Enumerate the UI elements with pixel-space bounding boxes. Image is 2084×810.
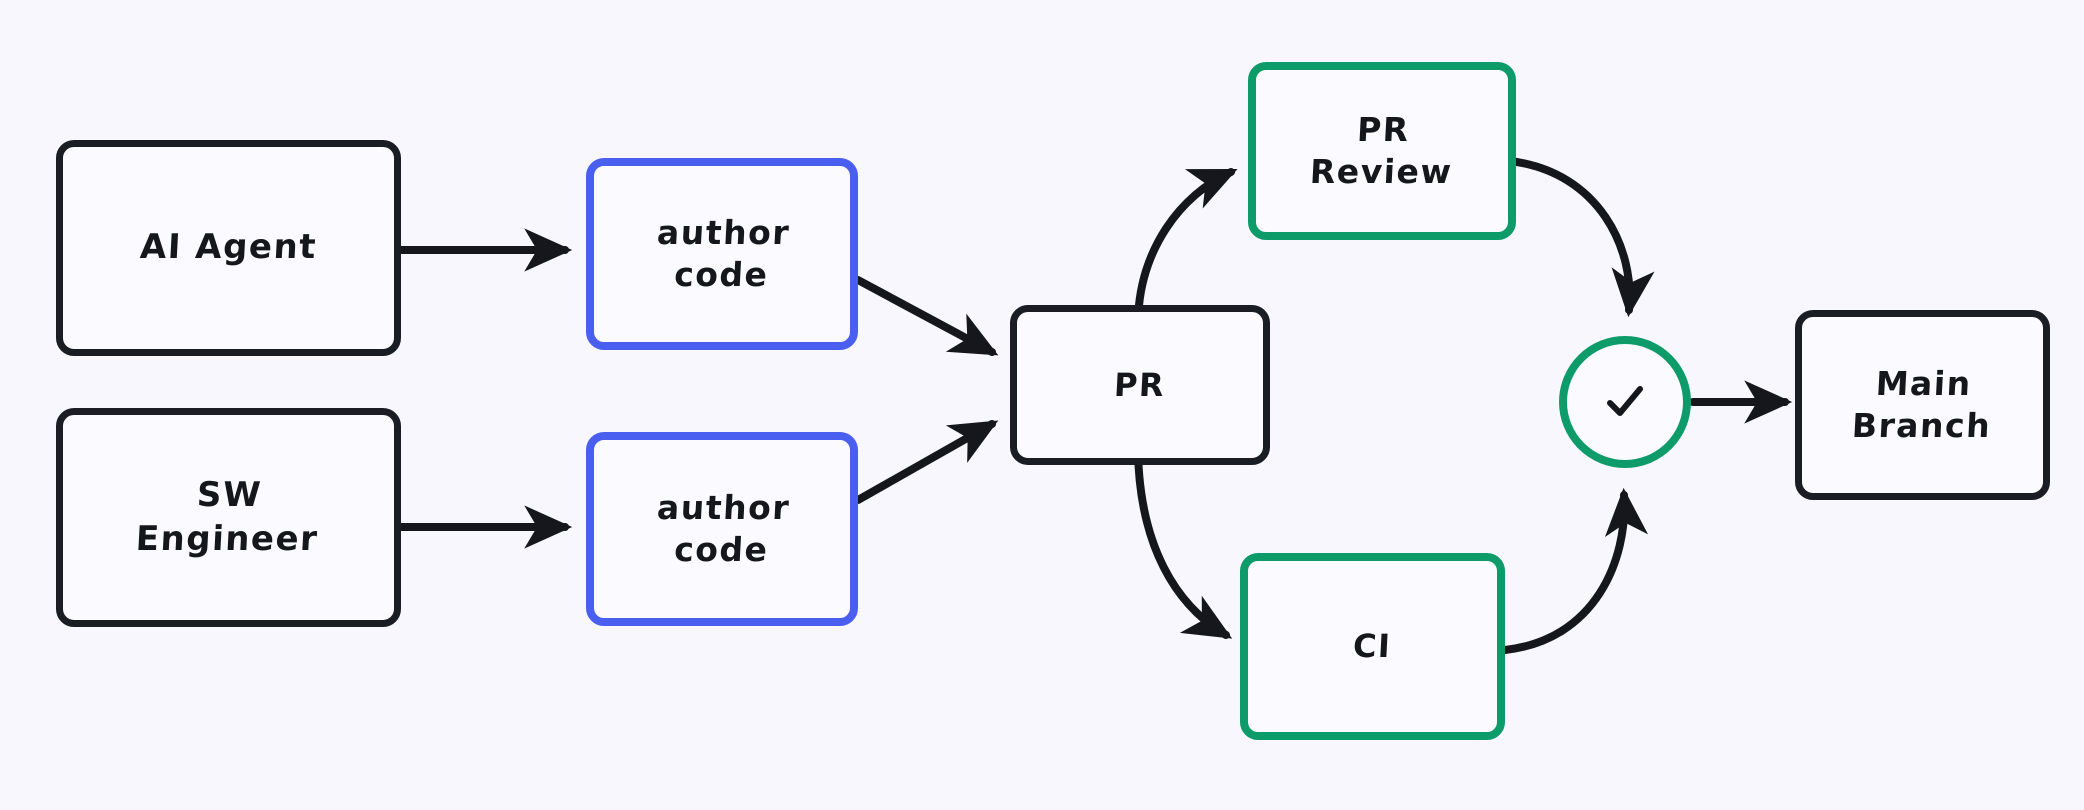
node-pr-label: PR <box>1113 365 1167 404</box>
node-ci[interactable]: CI <box>1240 553 1505 740</box>
node-sw-engineer-label: SW Engineer <box>135 474 320 559</box>
node-author-code-engineer-label: author code <box>655 487 791 569</box>
edge-author-code-engineer-to-pr <box>854 420 999 504</box>
node-main-branch[interactable]: Main Branch <box>1795 310 2050 500</box>
edge-ci-to-check <box>1501 487 1649 654</box>
node-author-code-agent-label: author code <box>655 212 791 294</box>
edge-pr-review-to-check <box>1506 157 1655 318</box>
node-ai-agent[interactable]: AI Agent <box>56 140 401 356</box>
merge-check-badge[interactable] <box>1559 336 1691 468</box>
edge-pr-to-pr-review <box>1134 168 1238 324</box>
node-pr[interactable]: PR <box>1010 305 1270 465</box>
edge-author-code-agent-to-pr <box>854 276 999 356</box>
node-main-branch-label: Main Branch <box>1850 363 1993 445</box>
node-ai-agent-label: AI Agent <box>138 227 319 268</box>
node-pr-review-label: PR Review <box>1308 109 1454 191</box>
check-icon <box>1607 386 1643 416</box>
node-sw-engineer[interactable]: SW Engineer <box>56 408 401 627</box>
node-pr-review[interactable]: PR Review <box>1248 62 1516 240</box>
edge-pr-to-ci <box>1134 448 1233 639</box>
node-author-code-engineer[interactable]: author code <box>586 432 858 626</box>
node-ci-label: CI <box>1352 627 1393 666</box>
node-author-code-agent[interactable]: author code <box>586 158 858 350</box>
